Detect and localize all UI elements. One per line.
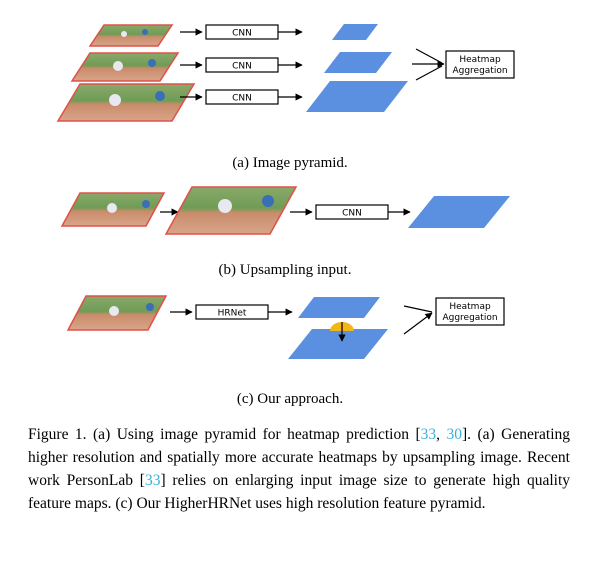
subcaption-c: (c) Our approach. <box>237 391 343 407</box>
feature-map-low-res <box>298 297 380 318</box>
caption-text-2: , <box>436 426 447 443</box>
input-image-large <box>56 83 196 122</box>
cnn-box-2: CNN <box>205 57 279 73</box>
panel-c-our-approach: HRNet Heatmap Aggregation (c) Our approa… <box>66 295 505 407</box>
figure-1: CNN CNN CNN Heatmap Aggregation (a) Imag… <box>56 24 515 407</box>
heatmap-high-resolution <box>408 196 510 228</box>
svg-text:HRNet: HRNet <box>218 309 247 319</box>
cnn-box-1: CNN <box>205 24 279 40</box>
input-image-upsampled <box>164 186 298 235</box>
citation-link[interactable]: 30 <box>446 426 462 443</box>
input-image-original <box>60 192 166 227</box>
svg-text:Aggregation: Aggregation <box>442 313 497 323</box>
input-image-medium <box>70 52 180 82</box>
heatmap-large <box>306 81 408 112</box>
heatmap-small <box>332 24 378 40</box>
panel-b-upsampling-input: CNN (b) Upsampling input. <box>60 186 510 278</box>
heatmap-medium <box>324 52 392 73</box>
caption-text-4: ] relies on enlarging input image size t… <box>28 472 570 512</box>
svg-text:CNN: CNN <box>232 62 252 72</box>
panel-a-image-pyramid: CNN CNN CNN Heatmap Aggregation (a) Imag… <box>56 24 515 171</box>
feature-map-high-res <box>288 329 388 359</box>
subcaption-a: (a) Image pyramid. <box>232 155 347 171</box>
svg-text:CNN: CNN <box>342 209 362 219</box>
citation-link[interactable]: 33 <box>420 426 437 443</box>
input-image-c <box>66 295 168 331</box>
caption-text-3: ]. (a) Generating higher resolution and … <box>28 426 570 489</box>
cnn-box-3: CNN <box>205 89 279 105</box>
svg-text:Aggregation: Aggregation <box>452 66 507 76</box>
upsample-node <box>330 322 354 342</box>
citation-link[interactable]: 33 <box>144 472 161 489</box>
figure-caption: Figure 1. (a) Using image pyramid for he… <box>28 423 570 515</box>
subcaption-b: (b) Upsampling input. <box>219 262 352 278</box>
caption-text-1: Figure 1. (a) Using image pyramid for he… <box>28 426 421 443</box>
svg-text:Heatmap: Heatmap <box>449 302 491 312</box>
svg-text:CNN: CNN <box>232 94 252 104</box>
svg-text:Heatmap: Heatmap <box>459 55 501 65</box>
svg-text:CNN: CNN <box>232 29 252 39</box>
heatmap-aggregation-box-a: Heatmap Aggregation <box>445 50 515 79</box>
heatmap-aggregation-box-c: Heatmap Aggregation <box>435 297 505 326</box>
hrnet-box: HRNet <box>195 304 269 320</box>
cnn-box-b: CNN <box>315 204 389 220</box>
input-image-small <box>88 24 174 47</box>
